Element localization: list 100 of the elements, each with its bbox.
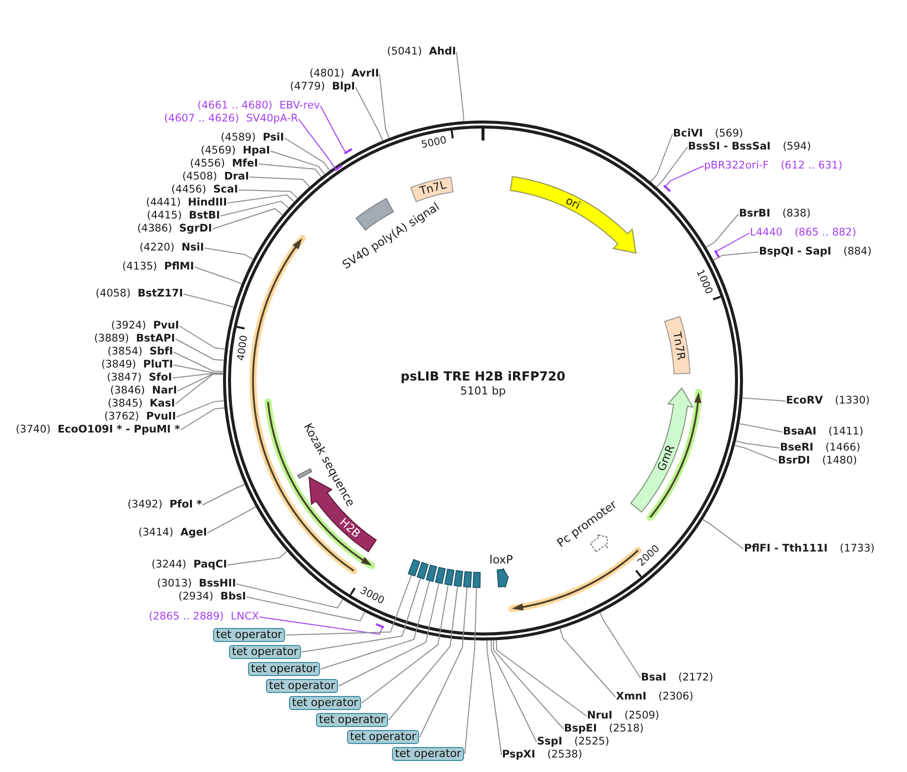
enzyme-name: SgrDI	[179, 222, 212, 236]
leader-line	[175, 374, 224, 404]
operator-block	[453, 569, 464, 588]
site-position: (4220)	[140, 242, 174, 254]
primer-name: SV40pA-R	[246, 112, 298, 126]
leader-line	[650, 134, 673, 182]
operator-block	[443, 568, 455, 587]
enzyme-name: PvuI	[153, 320, 179, 332]
enzyme-name: BstZ17I	[138, 288, 183, 300]
site-position: (3762)	[104, 410, 140, 424]
operator-block	[462, 570, 473, 589]
leader-line	[173, 364, 224, 374]
site-position: (3854)	[108, 346, 142, 358]
primer-range: (4607 .. 4626)	[164, 112, 240, 126]
feature-name: GmR	[654, 443, 678, 474]
operator-block	[472, 571, 482, 589]
enzyme-name: MfeI	[232, 158, 258, 170]
site-position: (2172)	[678, 672, 714, 684]
enzyme-name: HpaI	[242, 144, 270, 158]
feature-box	[409, 176, 455, 203]
feature-mark	[296, 467, 313, 480]
leader-line	[714, 232, 750, 259]
leader-line	[227, 194, 295, 204]
primer-name: L4440	[750, 226, 783, 240]
enzyme-name: NarI	[152, 384, 177, 398]
tick-label: 1000	[693, 268, 716, 297]
feature-name: loxP	[489, 553, 513, 566]
enzyme-name: AhdI	[428, 46, 456, 58]
leader-line	[176, 400, 224, 418]
leader-line	[238, 190, 298, 199]
site-position: (3414)	[138, 526, 174, 540]
leader-line	[183, 294, 234, 308]
leader-line	[246, 596, 366, 622]
leader-line	[599, 612, 641, 678]
leader-line	[204, 248, 254, 260]
site-position: (1466)	[825, 442, 860, 454]
leader-line	[560, 628, 616, 698]
enzyme-name: PflFI - Tth111I	[744, 542, 828, 556]
leader-line	[706, 214, 739, 248]
plasmid-length: 5101 bp	[460, 384, 506, 397]
leader-line	[464, 587, 478, 754]
site-position: (2306)	[658, 690, 694, 704]
site-position: (1733)	[840, 542, 875, 556]
site-position: (594)	[782, 140, 811, 154]
site-position: (3845)	[108, 398, 143, 410]
site-position: (4456)	[171, 184, 206, 196]
operator-block	[416, 561, 430, 580]
leader-line	[270, 150, 326, 175]
operator-block	[407, 558, 421, 577]
leader-line	[338, 582, 440, 686]
leader-line	[284, 138, 330, 171]
leader-line	[249, 176, 310, 188]
enzyme-name: HindIII	[188, 196, 227, 210]
leader-line	[662, 166, 704, 192]
leader-line	[212, 208, 283, 230]
site-position: (3924)	[111, 320, 146, 332]
site-position: (3492)	[128, 498, 162, 512]
leader-line	[361, 584, 449, 704]
enzyme-name: SbfI	[149, 346, 173, 358]
primer-name: LNCX	[230, 610, 259, 624]
site-position: (1480)	[822, 454, 857, 468]
enzyme-name: AvrII	[351, 68, 379, 80]
enzyme-name: BsaI	[641, 672, 666, 684]
site-position: (3889)	[94, 332, 129, 346]
site-position: (3849)	[101, 358, 136, 372]
site-position: (4508)	[182, 170, 218, 184]
enzyme-name: SfoI	[148, 372, 172, 384]
leader-line	[496, 640, 587, 716]
site-position: (3846)	[110, 384, 146, 398]
leader-line	[175, 338, 224, 361]
feature-tag: tet operator	[289, 696, 362, 710]
enzyme-name: ScaI	[213, 184, 238, 196]
leader-line	[486, 640, 502, 756]
tick-label: 3000	[358, 584, 387, 608]
enzyme-name: KasI	[150, 398, 175, 410]
leader-line	[702, 518, 744, 550]
leader-line	[320, 106, 353, 154]
primer-name: pBR322ori-F	[704, 160, 769, 172]
site-position: (4441)	[146, 196, 181, 210]
enzyme-name: BstBI	[188, 210, 220, 222]
operator-block	[425, 564, 438, 583]
enzyme-name: PspXI	[502, 748, 536, 762]
leader-line	[207, 506, 256, 534]
leader-line	[227, 550, 288, 566]
site-position: (2525)	[574, 736, 610, 748]
tick-label: 4000	[235, 334, 252, 362]
enzyme-name: PfoI *	[169, 498, 202, 512]
primer-range: (612 .. 631)	[780, 160, 842, 172]
site-position: (569)	[714, 128, 744, 140]
enzyme-name: BstAPI	[136, 332, 175, 346]
enzyme-name: PaqCI	[193, 558, 227, 572]
leader-line	[738, 423, 783, 432]
feature-name: ori	[564, 194, 583, 212]
enzyme-name: BciVI	[673, 128, 703, 140]
leader-line	[656, 146, 688, 188]
site-position: (4779)	[290, 80, 325, 94]
enzyme-name: NruI	[587, 710, 612, 722]
feature-tag: tet operator	[248, 662, 320, 676]
enzyme-name: BssHII	[198, 578, 236, 590]
feature-tag: tet operator	[316, 713, 388, 727]
